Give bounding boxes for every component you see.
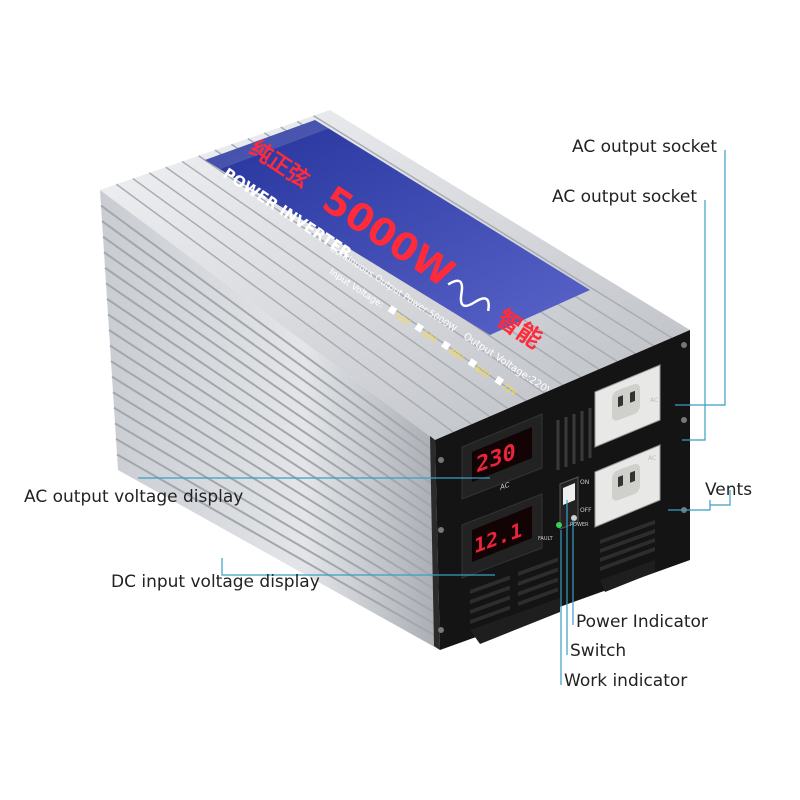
callout-ac-voltage-display: AC output voltage display (24, 487, 244, 507)
callout-dc-voltage-display: DC input voltage display (111, 572, 320, 592)
cooling-fins-side (100, 204, 441, 640)
fin-line-side (106, 298, 438, 523)
dc-voltage-display: 12.1 (461, 493, 543, 579)
option-checkbox (441, 340, 451, 351)
work-indicator-led (556, 522, 562, 528)
bottom-vents (470, 519, 655, 625)
vent-slot (470, 605, 510, 625)
fin-line-side (107, 313, 438, 535)
socket-label-bottom: AC (648, 455, 656, 462)
option-checkbox (387, 305, 398, 315)
fin-line-side (113, 406, 440, 605)
fin-line-side (108, 329, 439, 546)
vent-slot (600, 528, 655, 554)
fin-line-top (165, 166, 509, 410)
fin-line-top (148, 172, 491, 418)
vent-slot (518, 567, 558, 587)
switch-off-label: OFF (580, 507, 592, 514)
fin-line-top (198, 155, 545, 394)
fin-line-side (104, 266, 437, 500)
fin-line-side (114, 422, 440, 616)
fin-line-top (181, 160, 527, 402)
callout-lines (138, 150, 731, 685)
vent-slot (600, 537, 655, 563)
foot-left (470, 598, 560, 644)
callout-ac-socket-2: AC output socket (552, 187, 698, 207)
fin-line-side (103, 251, 437, 488)
socket-label-top: AC (650, 397, 658, 404)
ac-socket-bottom: AC (594, 444, 661, 528)
option-checkbox (414, 322, 425, 333)
vent-slot (518, 557, 558, 577)
housing-side (100, 190, 440, 650)
fin-line-side (110, 360, 439, 570)
option-checkbox (467, 358, 478, 368)
fin-line-side (112, 391, 440, 593)
callout-vents: Vents (705, 480, 753, 500)
option-checkbox (494, 375, 505, 386)
callout-work-indicator: Work indicator (564, 671, 688, 691)
foot-right (600, 560, 655, 592)
vent-slot (600, 546, 655, 572)
vent-slot (518, 587, 558, 607)
callout-power-indicator: Power Indicator (576, 612, 708, 632)
fin-line-side (116, 453, 441, 640)
sine-wave-icon (447, 279, 490, 312)
callout-switch: Switch (570, 641, 627, 661)
front-panel-edge (430, 436, 440, 650)
fin-line-top (313, 115, 673, 339)
switch-on-label: ON (580, 479, 589, 486)
fin-line-side (105, 282, 438, 511)
fin-line-top (132, 177, 472, 425)
callout-ac-socket-1: AC output socket (572, 137, 718, 157)
fin-line-side (102, 235, 437, 476)
vent-slot (518, 577, 558, 597)
vent-slot (470, 595, 510, 615)
fin-line-top (115, 183, 454, 433)
vent-slot (600, 519, 655, 545)
power-label: POWER (570, 522, 589, 528)
fin-line-side (109, 344, 439, 558)
fin-line-side (115, 438, 440, 628)
center-vents (556, 408, 592, 470)
fault-label: FAULT (538, 536, 554, 542)
vent-slot (470, 585, 510, 605)
ac-socket-top: AC (594, 364, 661, 448)
fin-line-side (100, 204, 436, 453)
power-indicator-led (571, 515, 577, 521)
vent-slot (470, 575, 510, 595)
fin-line-side (101, 220, 437, 465)
ac-display-unit: AC (500, 480, 510, 492)
